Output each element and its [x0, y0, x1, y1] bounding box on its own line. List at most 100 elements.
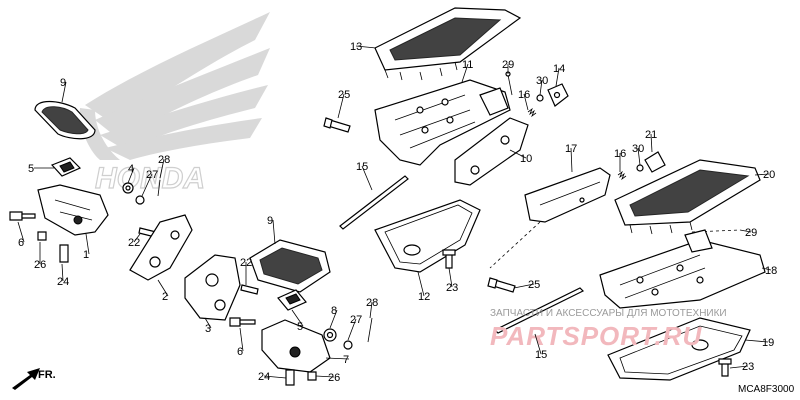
- watermark-caption: ЗАПЧАСТИ И АКСЕССУАРЫ ДЛЯ МОТОТЕХНИКИ: [490, 308, 727, 319]
- callout-leader-24: [61, 263, 64, 282]
- callout-leader-1: [85, 233, 90, 255]
- callout-leader-27: [141, 173, 153, 197]
- part-28-pin-lower: [367, 317, 373, 343]
- callout-1: 1: [83, 249, 89, 261]
- part-15-pivot-rod-lower: [493, 287, 585, 334]
- callout-leader-20: [754, 173, 770, 176]
- callout-leader-17: [570, 147, 573, 173]
- callout-leader-30: [637, 147, 641, 166]
- callout-leader-2: [157, 279, 169, 297]
- callout-23: 23: [446, 282, 458, 294]
- callout-24: 24: [57, 276, 69, 288]
- callout-21: 21: [645, 129, 657, 141]
- callout-leader-6: [239, 327, 244, 352]
- callout-leader-18: [761, 267, 772, 271]
- callout-29: 29: [745, 227, 757, 239]
- part-6-bolt-lower: [229, 317, 256, 327]
- callout-11: 11: [462, 59, 473, 71]
- part-16-spring-top: [527, 107, 537, 118]
- callout-leader-8: [329, 309, 338, 329]
- part-27-washer-upper: [135, 195, 145, 205]
- part-22-bolt-lower: [240, 284, 259, 295]
- part-8-spring-lower: [323, 328, 337, 342]
- callout-leader-12: [417, 271, 425, 297]
- callout-26: 26: [34, 259, 46, 271]
- part-11-footboard-bracket: [374, 79, 511, 166]
- callout-leader-5: [291, 309, 304, 327]
- front-direction-arrow: FR.: [12, 368, 56, 390]
- callout-22: 22: [128, 237, 140, 249]
- callout-leader-15: [534, 333, 542, 355]
- part-30-washer-top: [536, 94, 544, 102]
- callout-4: 4: [128, 163, 134, 175]
- callout-28: 28: [158, 154, 170, 166]
- callout-leader-23: [729, 365, 749, 369]
- part-25-bolt-lower: [487, 277, 516, 293]
- part-26-bolt-upper: [37, 231, 47, 241]
- callout-16: 16: [614, 148, 626, 160]
- callout-25: 25: [338, 89, 350, 101]
- callout-5: 5: [297, 321, 303, 333]
- callout-24: 24: [258, 371, 270, 383]
- honda-wing-logo: HONDA: [79, 12, 270, 196]
- callout-8: 8: [331, 305, 337, 317]
- part-17-arm-bracket: [524, 167, 611, 223]
- callout-7: 7: [343, 354, 349, 366]
- callout-leader-11: [461, 63, 469, 83]
- callout-17: 17: [565, 143, 577, 155]
- part-3-footpeg-bracket-lower: [184, 254, 241, 321]
- callout-10: 10: [520, 153, 532, 165]
- callout-leader-24: [263, 375, 287, 379]
- part-16-spring-middle: [617, 170, 627, 181]
- guide-line-17: [489, 221, 541, 269]
- wing-stripe-4: [105, 118, 262, 160]
- callout-26: 26: [328, 372, 340, 384]
- callout-leader-26: [315, 375, 335, 378]
- callout-leader-23: [448, 267, 453, 288]
- callout-22: 22: [240, 257, 252, 269]
- part-26-bolt-lower: [307, 371, 317, 381]
- callout-15: 15: [356, 161, 368, 173]
- part-18-footboard-bracket-lower: [599, 229, 766, 309]
- wing-stripe-1: [85, 12, 270, 125]
- part-4-spring-upper: [122, 182, 134, 194]
- part-14-pivot-plate: [547, 83, 569, 107]
- diagram-code: MCA8F3000: [738, 384, 795, 395]
- wing-tip: [79, 108, 120, 160]
- wing-stripe-2: [95, 48, 270, 140]
- part-27-washer-lower: [343, 340, 353, 350]
- part-1-footpeg-bracket: [37, 184, 109, 236]
- callout-6: 6: [237, 346, 243, 358]
- part-13-footboard-mat-right: [374, 7, 522, 81]
- callout-leader-7: [325, 357, 350, 360]
- callout-leader-14: [555, 67, 560, 87]
- callout-leader-13: [355, 45, 377, 49]
- callout-27: 27: [146, 169, 158, 181]
- callout-leader-16: [523, 93, 529, 111]
- callout-9: 9: [267, 215, 273, 227]
- part-24-bolt-lower: [285, 369, 295, 386]
- callout-20: 20: [763, 169, 775, 181]
- part-21-pivot-plate: [644, 151, 666, 173]
- front-direction-label: FR.: [38, 369, 56, 381]
- callout-leader-25: [513, 283, 535, 289]
- watermark-brand: PARTSPORT.RU: [490, 321, 703, 351]
- callout-30: 30: [536, 75, 548, 87]
- part-2-footpeg-stay: [129, 214, 193, 281]
- callout-2: 2: [162, 291, 168, 303]
- callout-leader-22: [133, 233, 141, 243]
- part-23-bolt-middle: [442, 249, 456, 269]
- callout-leader-3: [204, 317, 212, 329]
- part-6-bolt-upper: [9, 211, 36, 221]
- part-23-bolt-lower: [718, 358, 732, 377]
- part-19-footboard-cover-lower: [607, 317, 751, 381]
- callout-13: 13: [350, 41, 362, 53]
- callout-27: 27: [350, 314, 362, 326]
- part-15-pivot-rod-upper: [339, 175, 409, 230]
- part-9-peg-rubber-lower: [249, 239, 331, 293]
- callout-leader-9: [61, 81, 67, 103]
- callout-leader-9: [272, 219, 276, 245]
- part-30-washer-middle: [636, 164, 644, 172]
- part-24-bolt-upper: [59, 244, 69, 263]
